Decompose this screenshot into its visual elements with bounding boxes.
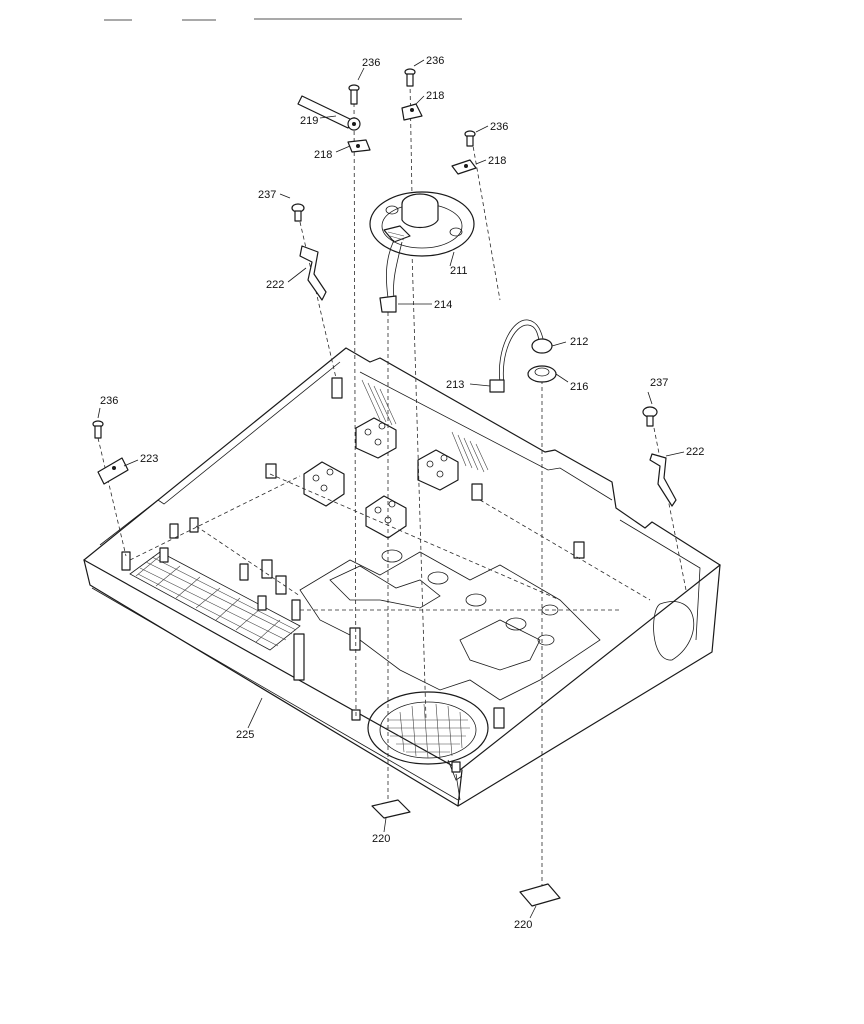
keyboard-grid-panel: [129, 551, 301, 651]
label-213: 213: [446, 379, 464, 391]
label-236-c: 236: [490, 121, 508, 133]
label-214: 214: [434, 299, 452, 311]
speaker-211: [369, 191, 475, 257]
label-236-d: 236: [100, 395, 118, 407]
label-218-a: 218: [314, 149, 332, 161]
label-222-a: 222: [266, 279, 284, 291]
foot-220-a: [371, 799, 411, 819]
clip-218-a: [347, 139, 371, 153]
screw-236-a: [348, 84, 360, 105]
clip-218-c: [451, 159, 477, 175]
mounting-posts: [121, 377, 585, 729]
assembly-guide-lines: [97, 81, 687, 886]
foot-220-b: [519, 883, 561, 907]
scan-artifacts: [104, 18, 462, 21]
label-219: 219: [300, 115, 318, 127]
label-225: 225: [236, 729, 254, 741]
label-220-b: 220: [514, 919, 532, 931]
label-236-a: 236: [362, 57, 380, 69]
screw-236-c: [464, 130, 476, 147]
clip-218-b: [401, 103, 423, 121]
bottom-cabinet: [83, 347, 721, 807]
cable-212-213-216: [489, 319, 557, 393]
connector-214: [379, 239, 403, 313]
label-216: 216: [570, 381, 588, 393]
screw-236-d: [92, 420, 104, 439]
screw-236-b: [404, 68, 416, 87]
label-212: 212: [570, 336, 588, 348]
leader-lines: [97, 59, 685, 919]
label-237-b: 237: [650, 377, 668, 389]
label-222-b: 222: [686, 446, 704, 458]
strap-219: [297, 95, 361, 131]
label-211: 211: [450, 265, 468, 277]
label-236-b: 236: [426, 55, 444, 67]
callout-labels: 236 236 236 236 219 218 218 218 237 237 …: [100, 55, 704, 931]
cell-blocks: [303, 417, 459, 539]
vent-slots: [361, 379, 489, 473]
label-223: 223: [140, 453, 158, 465]
label-218-b: 218: [426, 90, 444, 102]
label-220-a: 220: [372, 833, 390, 845]
bottom-speaker-grille: [367, 691, 489, 781]
bracket-222-a: [291, 203, 327, 301]
bracket-222-b: [642, 406, 677, 507]
label-218-c: 218: [488, 155, 506, 167]
plate-223: [97, 457, 129, 485]
label-237-a: 237: [258, 189, 276, 201]
